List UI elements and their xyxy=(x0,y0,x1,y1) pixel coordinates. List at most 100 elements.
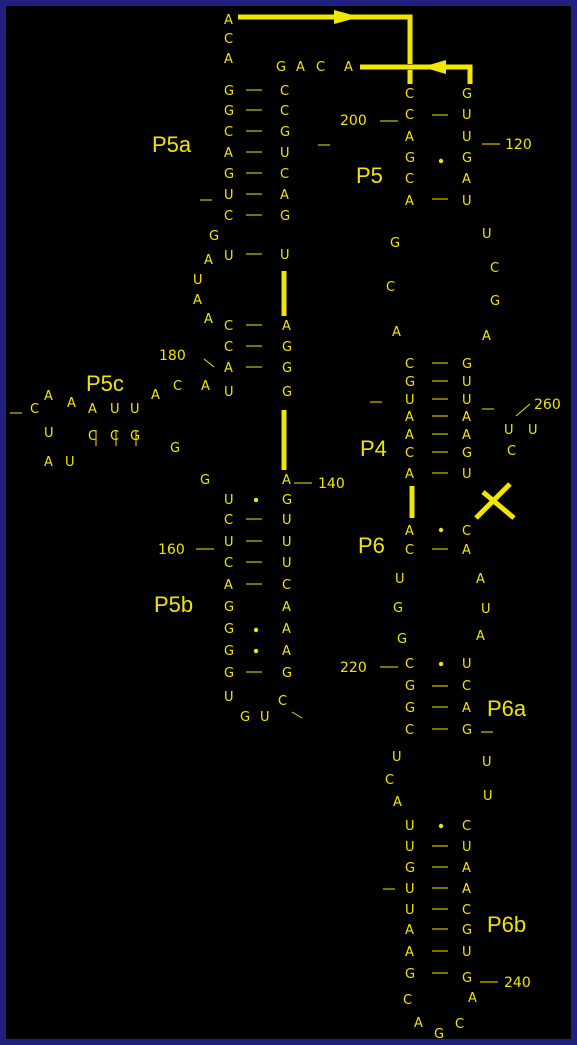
nucleotide: A xyxy=(462,543,471,558)
nucleotide: U xyxy=(224,493,234,508)
nucleotide: U xyxy=(280,146,290,161)
nucleotide: U xyxy=(130,402,140,417)
wobble-pair-dot xyxy=(253,497,259,503)
nucleotide: C xyxy=(507,444,516,459)
nucleotide: G xyxy=(224,600,234,615)
position-number-140: 140 xyxy=(318,476,345,492)
nucleotide: A xyxy=(405,467,414,482)
nucleotide: C xyxy=(405,446,414,461)
nucleotide: C xyxy=(224,125,233,140)
nucleotide: A xyxy=(468,991,477,1006)
nucleotide: G xyxy=(405,861,415,876)
nucleotide: G xyxy=(282,666,292,681)
nucleotide: A xyxy=(405,130,414,145)
arrowhead-right xyxy=(334,10,360,24)
nucleotide: A xyxy=(204,253,213,268)
nucleotide: A xyxy=(462,172,471,187)
position-number-200: 200 xyxy=(340,113,367,129)
crossover-slash-b xyxy=(481,490,516,520)
connector-return xyxy=(360,64,473,84)
nucleotide: A xyxy=(280,188,289,203)
nucleotide: A xyxy=(151,388,160,403)
nucleotide: A xyxy=(44,455,53,470)
nucleotide: U xyxy=(224,690,234,705)
nucleotide: A xyxy=(414,1016,423,1031)
nucleotide: A xyxy=(462,428,471,443)
nucleotide: G xyxy=(462,87,472,102)
nucleotide: C xyxy=(403,993,412,1008)
domain-label-p6b: P6b xyxy=(487,912,526,937)
nucleotide: A xyxy=(405,194,414,209)
nucleotide: U xyxy=(462,108,472,123)
nucleotide: A xyxy=(476,629,485,644)
nucleotide: C xyxy=(224,32,233,47)
nucleotide: C xyxy=(462,524,471,539)
nucleotide: U xyxy=(462,945,472,960)
nucleotide: G xyxy=(434,1027,444,1042)
nucleotide: G xyxy=(390,236,400,251)
nucleotide: C xyxy=(462,903,471,918)
nucleotide: A xyxy=(462,701,471,716)
tick-260 xyxy=(515,403,531,417)
nucleotide: U xyxy=(193,273,203,288)
nucleotide: C xyxy=(405,723,414,738)
nucleotide: C xyxy=(386,280,395,295)
nucleotide: A xyxy=(344,60,353,75)
nucleotide: A xyxy=(282,644,291,659)
nucleotide: U xyxy=(44,426,54,441)
nucleotide: U xyxy=(224,249,234,264)
nucleotide: A xyxy=(405,524,414,539)
nucleotide: A xyxy=(462,410,471,425)
nucleotide: G xyxy=(462,446,472,461)
domain-label-p5: P5 xyxy=(356,163,383,188)
nucleotide: U xyxy=(482,227,492,242)
wobble-pair-dot xyxy=(438,527,444,533)
nucleotide: A xyxy=(224,52,233,67)
nucleotide: G xyxy=(224,104,234,119)
nucleotide: G xyxy=(224,167,234,182)
nucleotide: G xyxy=(405,679,415,694)
nucleotide: C xyxy=(405,108,414,123)
nucleotide: G xyxy=(280,125,290,140)
nucleotide: G xyxy=(282,340,292,355)
position-number-160: 160 xyxy=(158,542,185,558)
tick-180 xyxy=(203,358,215,368)
nucleotide: C xyxy=(462,819,471,834)
nucleotide: C xyxy=(455,1017,464,1032)
backbone-tick xyxy=(291,711,303,719)
nucleotide: C xyxy=(278,694,287,709)
nucleotide: A xyxy=(405,923,414,938)
wobble-pair-dot xyxy=(253,648,259,654)
nucleotide: U xyxy=(482,755,492,770)
nucleotide: U xyxy=(280,248,290,263)
nucleotide: C xyxy=(490,261,499,276)
nucleotide: A xyxy=(224,361,233,376)
nucleotide: C xyxy=(173,379,182,394)
nucleotide: U xyxy=(405,819,415,834)
position-number-260: 260 xyxy=(534,397,561,413)
position-number-220: 220 xyxy=(340,660,367,676)
nucleotide: C xyxy=(224,513,233,528)
nucleotide: G xyxy=(462,923,472,938)
nucleotide: G xyxy=(462,151,472,166)
nucleotide: G xyxy=(224,84,234,99)
nucleotide: U xyxy=(462,393,472,408)
nucleotide: A xyxy=(282,600,291,615)
domain-label-p5c: P5c xyxy=(86,371,124,396)
nucleotide: C xyxy=(405,543,414,558)
nucleotide: A xyxy=(282,622,291,637)
position-number-120: 120 xyxy=(505,137,532,153)
nucleotide: A xyxy=(296,60,305,75)
nucleotide: A xyxy=(392,325,401,340)
nucleotide: A xyxy=(282,473,291,488)
nucleotide: A xyxy=(476,572,485,587)
arrowhead-left xyxy=(422,60,446,74)
nucleotide: C xyxy=(224,340,233,355)
nucleotide: U xyxy=(282,556,292,571)
nucleotide: G xyxy=(224,666,234,681)
nucleotide: A xyxy=(405,428,414,443)
domain-label-p5b: P5b xyxy=(154,592,193,617)
nucleotide: G xyxy=(240,710,250,725)
nucleotide: C xyxy=(405,172,414,187)
nucleotide: U xyxy=(462,467,472,482)
